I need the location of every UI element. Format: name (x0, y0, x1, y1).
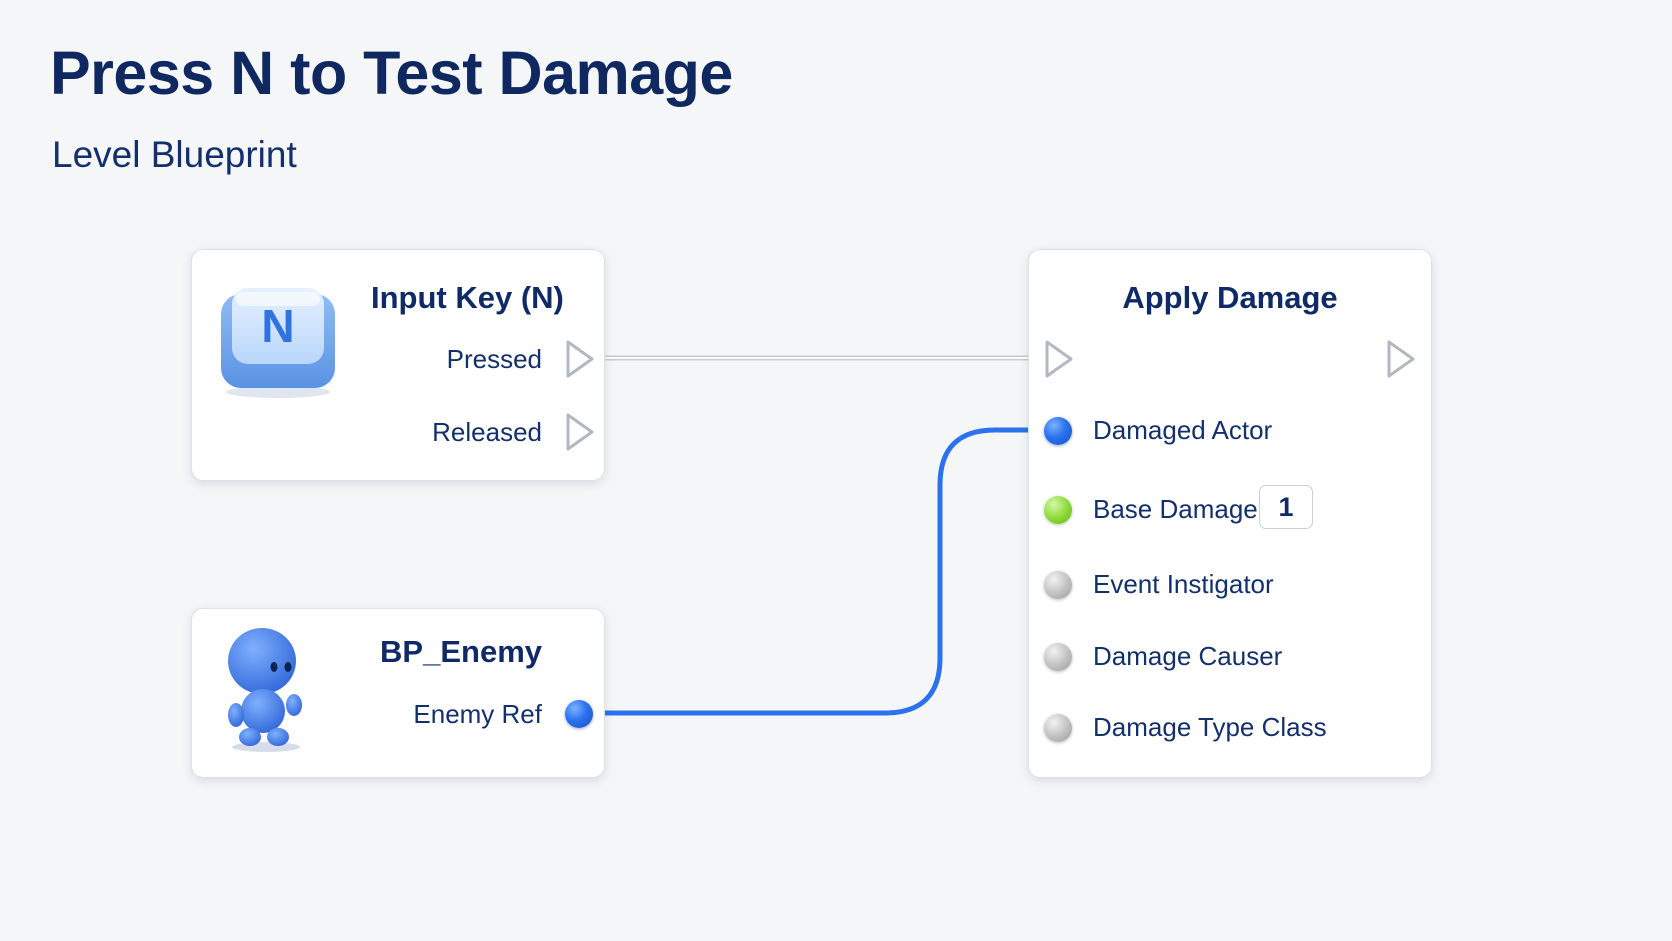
event-instigator-pin[interactable] (1044, 571, 1072, 599)
input-key-node-title: Input Key (N) (371, 280, 564, 315)
released-exec-pin[interactable] (564, 412, 598, 452)
bp-enemy-node[interactable]: BP_Enemy Enemy Ref (191, 608, 605, 778)
damage-causer-label: Damage Causer (1093, 641, 1283, 671)
damaged-actor-pin[interactable] (1044, 417, 1072, 445)
damage-type-class-label: Damage Type Class (1093, 712, 1327, 742)
event-instigator-label: Event Instigator (1093, 569, 1274, 599)
input-key-node[interactable]: N Input Key (N) Pressed Released (191, 249, 605, 481)
key-letter: N (261, 300, 294, 352)
keyboard-key-icon: N (221, 288, 335, 398)
apply-damage-node-title: Apply Damage (1122, 280, 1338, 315)
released-pin-label: Released (432, 417, 542, 447)
data-wire-enemy-to-damaged-actor[interactable] (577, 427, 1061, 716)
apply-damage-node[interactable]: Apply Damage Damaged Actor Base Damage 1… (1028, 249, 1432, 778)
pressed-exec-pin[interactable] (564, 339, 598, 379)
base-damage-label: Base Damage (1093, 494, 1258, 524)
enemy-ref-output-pin[interactable] (565, 700, 593, 728)
character-icon (228, 628, 302, 752)
damage-type-class-pin[interactable] (1044, 714, 1072, 742)
page-subtitle: Level Blueprint (52, 134, 297, 175)
apply-damage-exec-out-pin[interactable] (1385, 339, 1419, 379)
apply-damage-exec-in-pin[interactable] (1043, 339, 1077, 379)
pressed-pin-label: Pressed (446, 344, 542, 374)
damage-causer-pin[interactable] (1044, 643, 1072, 671)
page-title: Press N to Test Damage (50, 39, 733, 107)
base-damage-pin[interactable] (1044, 496, 1072, 524)
enemy-ref-pin-label: Enemy Ref (413, 699, 542, 729)
base-damage-value-field[interactable]: 1 (1259, 485, 1313, 529)
bp-enemy-node-title: BP_Enemy (380, 634, 542, 669)
damaged-actor-label: Damaged Actor (1093, 415, 1273, 445)
